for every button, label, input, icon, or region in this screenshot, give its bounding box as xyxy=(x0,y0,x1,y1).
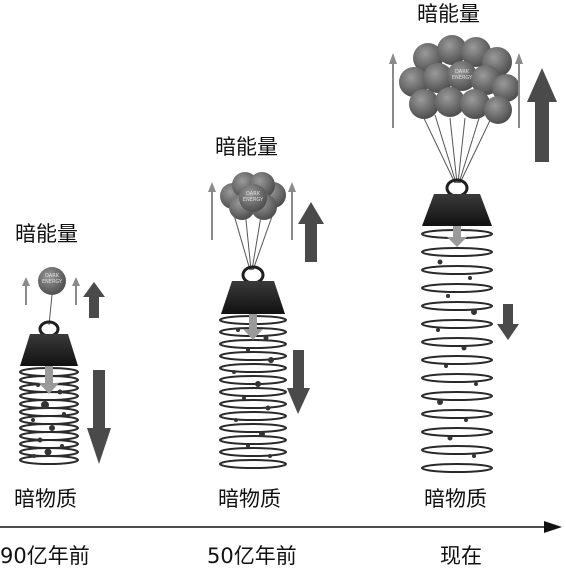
dark-energy-balloons xyxy=(399,35,520,124)
inner-down-arrow xyxy=(447,226,467,247)
inner-down-arrow xyxy=(243,314,263,340)
dark-energy-label-1: 暗能量 xyxy=(15,222,78,246)
stage-1-group xyxy=(19,267,111,465)
up-arrow-large xyxy=(527,68,557,162)
dark-matter-specks xyxy=(232,328,274,458)
dark-matter-label-2: 暗物质 xyxy=(218,487,281,511)
up-arrow-large xyxy=(298,202,324,262)
timeline-label-2: 50亿年前 xyxy=(207,544,297,568)
dark-matter-label-3: 暗物质 xyxy=(424,487,487,511)
dark-matter-specks xyxy=(31,383,66,458)
stage-3-group xyxy=(389,35,557,473)
up-arrow-small xyxy=(389,53,523,128)
balloon-text-2: DARK ENERGY xyxy=(242,191,264,203)
spring xyxy=(421,229,493,473)
dark-energy-balloon xyxy=(38,267,66,295)
down-arrow-large xyxy=(87,370,111,464)
dark-energy-label-2: 暗能量 xyxy=(215,135,278,159)
balloon-text-3: DARK ENERGY xyxy=(451,69,473,81)
weight xyxy=(221,265,285,314)
dark-energy-balloons xyxy=(220,172,286,220)
weight xyxy=(422,178,492,226)
down-arrow-large xyxy=(497,304,519,340)
stage-2-group xyxy=(208,172,324,469)
timeline-label-3: 现在 xyxy=(440,544,482,568)
spring xyxy=(19,367,79,465)
weight xyxy=(20,320,78,366)
inner-down-arrow xyxy=(39,366,59,394)
balloon-text-1: DARK ENERGY xyxy=(41,273,63,285)
down-arrow-large xyxy=(287,350,310,414)
up-arrow-small xyxy=(22,277,80,305)
timeline-axis xyxy=(0,521,562,533)
timeline-label-1: 90亿年前 xyxy=(0,544,90,568)
dark-matter-specks xyxy=(436,259,478,458)
up-arrow-small xyxy=(208,182,296,240)
dark-matter-label-1: 暗物质 xyxy=(14,487,77,511)
dark-energy-label-3: 暗能量 xyxy=(417,2,480,26)
up-arrow-large xyxy=(83,282,105,318)
